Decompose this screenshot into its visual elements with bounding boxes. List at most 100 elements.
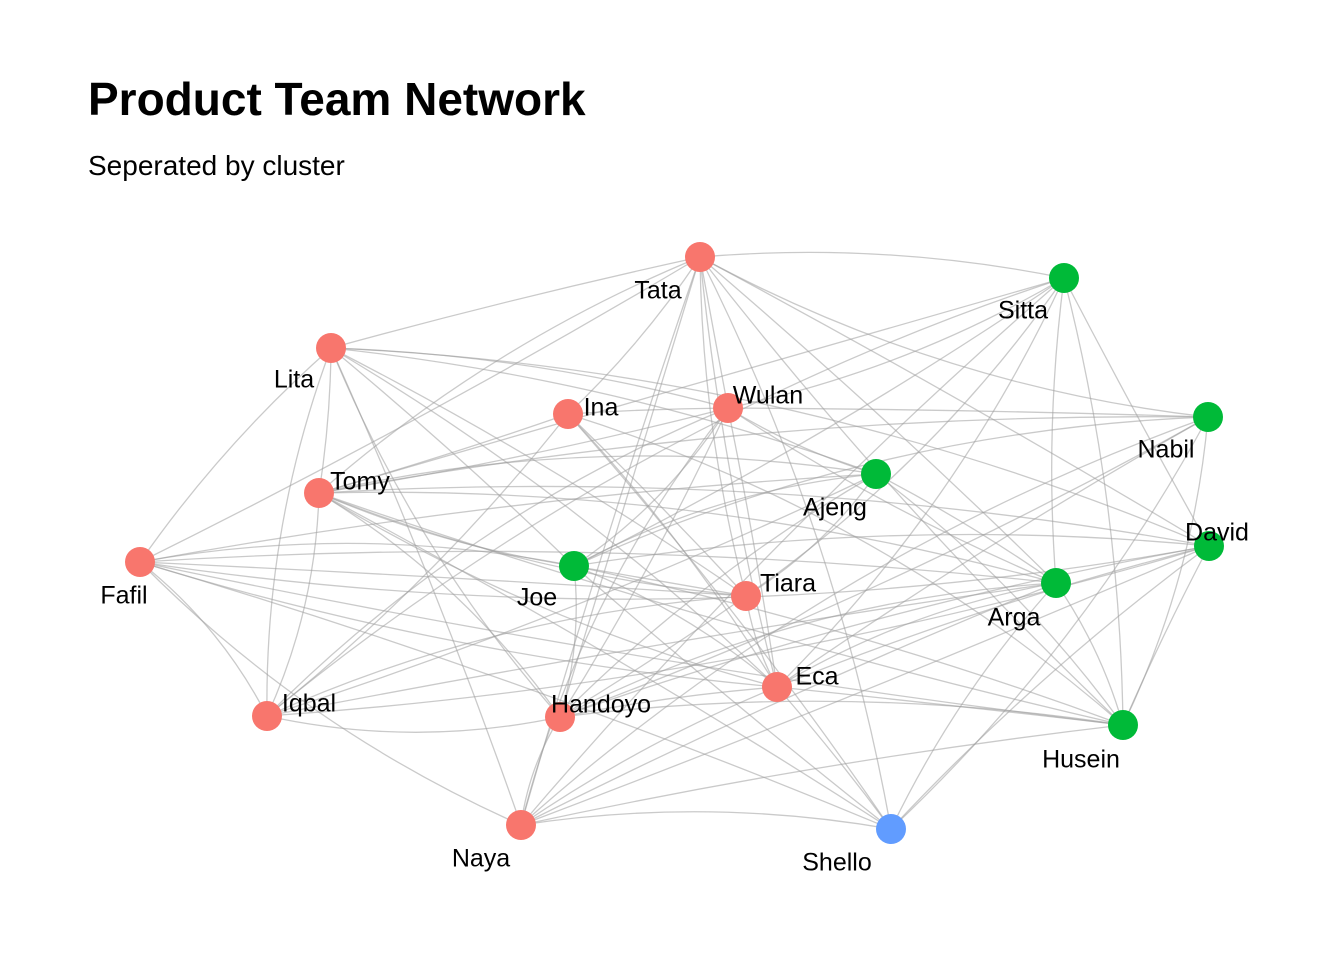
edge-joe-husein bbox=[573, 565, 1124, 726]
edge-fafil-eca bbox=[139, 561, 778, 688]
edge-tata-shello bbox=[699, 256, 892, 830]
edge-ajeng-arga bbox=[875, 473, 1057, 584]
edge-david-joe bbox=[573, 533, 1210, 567]
edge-tomy-tiara bbox=[318, 492, 747, 597]
node-nabil[interactable] bbox=[1193, 402, 1223, 432]
edge-handoyo-joe bbox=[559, 565, 577, 718]
edge-handoyo-nabil bbox=[559, 416, 1209, 718]
edge-naya-shello bbox=[520, 811, 892, 830]
edge-wulan-sitta bbox=[727, 277, 1065, 409]
edge-tomy-nabil bbox=[318, 416, 1209, 494]
edge-wulan-ajeng bbox=[727, 407, 877, 475]
edge-handoyo-arga bbox=[559, 582, 1057, 718]
edge-fafil-ajeng bbox=[139, 473, 877, 563]
edge-fafil-shello bbox=[139, 561, 892, 830]
edge-naya-husein bbox=[520, 724, 1124, 826]
edge-lita-tomy bbox=[318, 347, 332, 494]
edge-lita-iqbal bbox=[266, 347, 332, 717]
edge-arga-husein bbox=[1055, 582, 1124, 726]
edge-lita-fafil bbox=[139, 347, 332, 563]
node-label-lita: Lita bbox=[274, 366, 314, 394]
edge-naya-david bbox=[520, 545, 1210, 826]
edge-handoyo-david bbox=[559, 545, 1210, 718]
edge-tata-ina bbox=[567, 256, 701, 415]
edge-fafil-husein bbox=[139, 561, 1124, 726]
edge-iqbal-handoyo bbox=[266, 715, 561, 733]
node-eca[interactable] bbox=[762, 672, 792, 702]
edge-joe-shello bbox=[573, 565, 892, 830]
node-arga[interactable] bbox=[1041, 568, 1071, 598]
edge-ajeng-joe bbox=[573, 473, 877, 567]
edge-naya-nabil bbox=[520, 416, 1209, 826]
node-wulan[interactable] bbox=[713, 393, 743, 423]
edge-wulan-eca bbox=[727, 407, 778, 688]
edge-tomy-eca bbox=[318, 492, 778, 688]
node-ina[interactable] bbox=[553, 399, 583, 429]
edge-david-husein bbox=[1122, 545, 1210, 726]
node-ajeng[interactable] bbox=[861, 459, 891, 489]
edge-wulan-naya bbox=[520, 407, 729, 826]
edge-tata-nabil bbox=[699, 256, 1209, 418]
node-husein[interactable] bbox=[1108, 710, 1138, 740]
edge-fafil-naya bbox=[139, 561, 522, 826]
edge-eca-shello bbox=[776, 686, 892, 830]
node-label-fafil: Fafil bbox=[100, 582, 147, 610]
edge-tomy-shello bbox=[318, 492, 892, 830]
chart-title: Product Team Network bbox=[88, 73, 586, 125]
node-iqbal[interactable] bbox=[252, 701, 282, 731]
node-label-husein: Husein bbox=[1042, 746, 1120, 774]
edge-ina-wulan bbox=[567, 407, 729, 415]
node-tata[interactable] bbox=[685, 242, 715, 272]
edge-eca-joe bbox=[573, 565, 778, 688]
node-shello[interactable] bbox=[876, 814, 906, 844]
edge-iqbal-ajeng bbox=[266, 473, 877, 717]
edge-tata-tomy bbox=[318, 256, 701, 494]
edge-eca-nabil bbox=[776, 416, 1209, 688]
edge-tata-wulan bbox=[699, 256, 729, 409]
edge-handoyo-ajeng bbox=[559, 473, 877, 718]
node-label-ina: Ina bbox=[584, 394, 619, 422]
node-handoyo[interactable] bbox=[545, 702, 575, 732]
node-david[interactable] bbox=[1194, 531, 1224, 561]
node-tomy[interactable] bbox=[304, 478, 334, 508]
node-tiara[interactable] bbox=[731, 581, 761, 611]
edge-tomy-husein bbox=[318, 492, 1124, 726]
node-label-david: David bbox=[1185, 519, 1249, 547]
node-layer bbox=[125, 242, 1224, 844]
edge-tata-david bbox=[699, 256, 1210, 547]
edge-layer bbox=[139, 251, 1210, 830]
edge-tata-husein bbox=[699, 256, 1124, 726]
edge-lita-eca bbox=[330, 347, 778, 688]
edge-wulan-joe bbox=[573, 407, 729, 567]
edge-lita-naya bbox=[330, 347, 522, 826]
node-label-arga: Arga bbox=[988, 604, 1041, 632]
node-fafil[interactable] bbox=[125, 547, 155, 577]
node-label-tiara: Tiara bbox=[760, 570, 816, 598]
node-label-sitta: Sitta bbox=[998, 297, 1048, 325]
edge-lita-david bbox=[330, 347, 1210, 547]
edge-iqbal-arga bbox=[266, 582, 1057, 717]
chart-subtitle: Seperated by cluster bbox=[88, 150, 345, 181]
node-label-naya: Naya bbox=[452, 845, 510, 873]
edge-eca-naya bbox=[520, 686, 778, 826]
node-label-eca: Eca bbox=[795, 663, 838, 691]
edge-tiara-ajeng bbox=[745, 473, 877, 597]
node-naya[interactable] bbox=[506, 810, 536, 840]
edge-fafil-iqbal bbox=[139, 561, 268, 717]
edge-eca-sitta bbox=[776, 277, 1065, 688]
edge-wulan-nabil bbox=[727, 407, 1209, 418]
edge-iqbal-sitta bbox=[266, 277, 1065, 717]
node-joe[interactable] bbox=[559, 551, 589, 581]
edge-sitta-david bbox=[1063, 277, 1210, 547]
edge-fafil-tiara bbox=[139, 561, 747, 597]
node-label-joe: Joe bbox=[517, 584, 557, 612]
node-lita[interactable] bbox=[316, 333, 346, 363]
node-sitta[interactable] bbox=[1049, 263, 1079, 293]
node-label-tata: Tata bbox=[634, 277, 681, 305]
edge-nabil-joe bbox=[573, 416, 1209, 567]
edge-wulan-iqbal bbox=[266, 407, 729, 717]
edge-tata-sitta bbox=[699, 251, 1065, 279]
edge-tiara-joe bbox=[573, 565, 747, 597]
